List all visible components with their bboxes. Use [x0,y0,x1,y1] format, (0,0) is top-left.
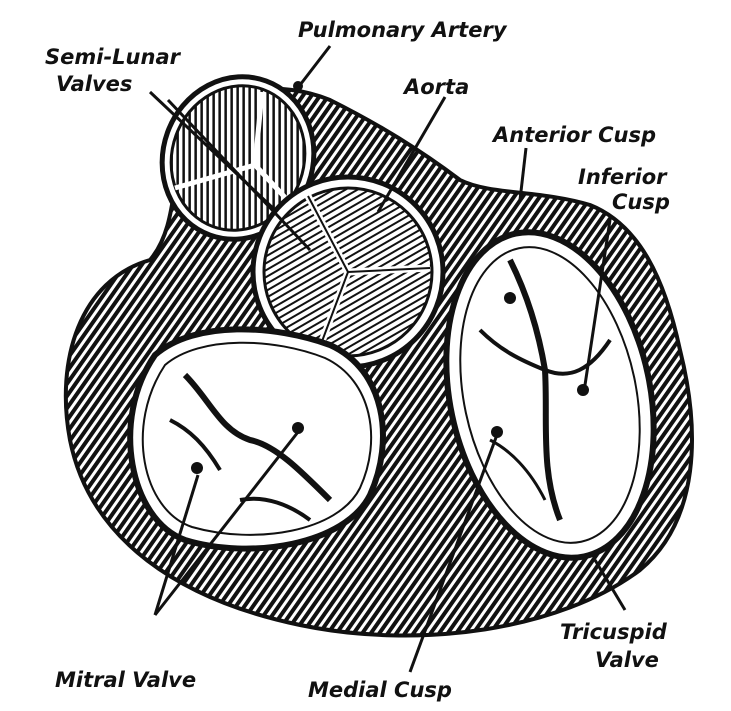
aorta-label: Aorta [404,75,470,99]
semi-lunar-label: Semi-Lunar [45,45,180,69]
pointer-dots [191,81,589,474]
medial-cusp-label: Medial Cusp [308,678,452,702]
valves-label: Valves [56,72,133,96]
valve-label: Valve [595,648,659,672]
cusp-label: Cusp [612,190,670,214]
pulmonary-artery-label: Pulmonary Artery [298,18,507,42]
pulmonary-artery [159,74,317,242]
mitral-valve [127,326,386,552]
tricuspid-label: Tricuspid [560,620,667,644]
anterior-cusp-label: Anterior Cusp [493,123,657,147]
mitral-valve-label: Mitral Valve [55,668,197,692]
inferior-label: Inferior [578,165,667,189]
leader-lines [148,45,627,673]
